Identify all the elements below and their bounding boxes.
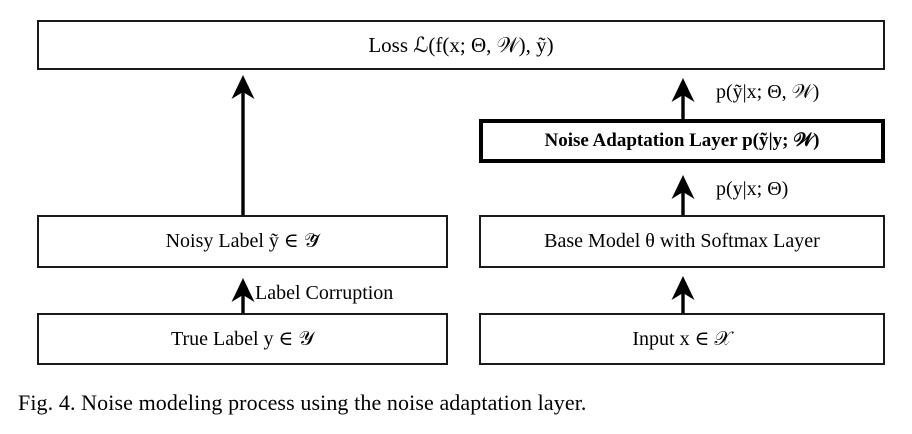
loss-box-label: Loss ℒ(f(x; Θ, 𝒲), ỹ) xyxy=(368,32,554,57)
edge-label-p-ytilde-given-x: p(ỹ|x; Θ, 𝒲) xyxy=(716,81,820,103)
arrow-up-icon-true-label-to-noisy-label xyxy=(227,276,259,316)
base-model-label: Base Model θ with Softmax Layer xyxy=(544,230,820,252)
noisy-label-box: Noisy Label ỹ ∈ 𝒴̃ xyxy=(37,215,448,268)
arrow-up-icon-base-model-to-noise-layer xyxy=(667,173,699,215)
input-box: Input x ∈ 𝒳 xyxy=(479,313,885,365)
arrow-up-icon-noisy-label-to-loss xyxy=(227,73,259,217)
edge-label-label-corruption: Label Corruption xyxy=(255,282,394,304)
true-label-box: True Label y ∈ 𝒴 xyxy=(37,313,448,365)
figure-caption: Fig. 4. Noise modeling process using the… xyxy=(18,390,587,415)
arrow-up-icon-input-to-base-model xyxy=(667,274,699,316)
input-label: Input x ∈ 𝒳 xyxy=(632,327,732,350)
noisy-label-text: Noisy Label ỹ ∈ 𝒴̃ xyxy=(165,230,320,252)
loss-box: Loss ℒ(f(x; Θ, 𝒲), ỹ) xyxy=(37,20,885,70)
edge-label-p-y-given-x: p(y|x; Θ) xyxy=(716,178,789,200)
base-model-box: Base Model θ with Softmax Layer xyxy=(479,215,885,268)
true-label-text: True Label y ∈ 𝒴 xyxy=(170,327,315,350)
arrow-up-icon-noise-layer-to-loss xyxy=(667,76,699,120)
noise-adaptation-layer-box: Noise Adaptation Layer p(ỹ|y; 𝒲) xyxy=(479,119,885,163)
noise-adaptation-layer-label: Noise Adaptation Layer p(ỹ|y; 𝒲) xyxy=(544,130,820,152)
